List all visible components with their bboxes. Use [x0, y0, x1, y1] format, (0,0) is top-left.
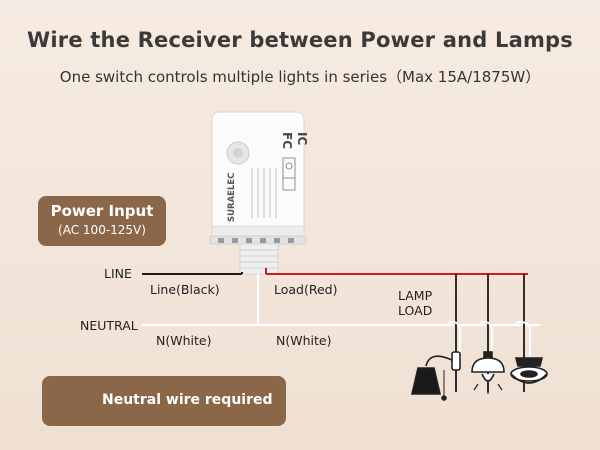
- line-label: LINE: [104, 266, 132, 281]
- device-ic-mark: IC: [295, 132, 309, 145]
- neutral-required-text: Neutral wire required: [102, 392, 273, 408]
- page-title: Wire the Receiver between Power and Lamp…: [27, 28, 573, 52]
- pendant-lamp-icon: [471, 351, 505, 394]
- page-subtitle: One switch controls multiple lights in s…: [59, 68, 541, 86]
- power-input-title: Power Input: [50, 202, 154, 220]
- device-brand: SURAELEC: [227, 173, 237, 222]
- receiver-device: [209, 111, 307, 275]
- n-white-label-1: N(White): [156, 333, 212, 348]
- neutral-wire: [142, 274, 540, 327]
- ceiling-lamp-icon: [510, 357, 548, 384]
- load-red-label: Load(Red): [274, 282, 338, 297]
- line-black-label: Line(Black): [150, 282, 220, 297]
- load-label: LOAD: [398, 303, 433, 318]
- wall-sconce-lamp-icon: [410, 351, 461, 401]
- device-fc-mark: FC: [280, 132, 294, 149]
- load-wire: [265, 268, 528, 275]
- neutral-label: NEUTRAL: [80, 318, 138, 333]
- n-white-label-2: N(White): [276, 333, 332, 348]
- line-wire: [142, 272, 243, 275]
- neutral-required-notice: Neutral wire required: [42, 376, 286, 426]
- power-input-voltage: (AC 100-125V): [58, 223, 146, 237]
- power-input-badge: Power Input (AC 100-125V): [38, 196, 166, 246]
- lamp-neutral-loops: [447, 320, 531, 360]
- lamp-label: LAMP: [398, 288, 433, 303]
